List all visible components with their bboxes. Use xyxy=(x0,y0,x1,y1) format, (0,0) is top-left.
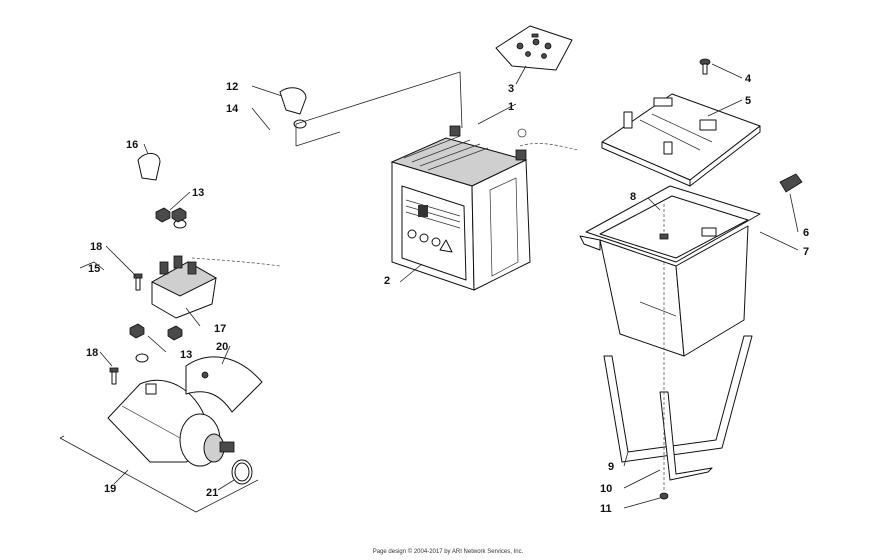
leader-lines xyxy=(59,63,799,513)
callout-13-lower: 13 xyxy=(180,349,192,361)
callout-20: 20 xyxy=(216,341,228,353)
positive-cable xyxy=(173,119,307,229)
callout-6: 6 xyxy=(803,227,809,239)
battery-cover-plate xyxy=(601,93,761,187)
cable-nut-upper xyxy=(155,207,187,223)
cable-nut-lower xyxy=(129,323,183,341)
callout-5: 5 xyxy=(745,95,751,107)
cover-fastener xyxy=(699,58,711,75)
footer-copyright: Page design © 2004-2017 by ARI Network S… xyxy=(372,549,524,555)
hold-down-strap xyxy=(603,335,753,481)
callout-9: 9 xyxy=(608,461,614,473)
callout-15: 15 xyxy=(88,263,100,275)
callout-2: 2 xyxy=(384,275,390,287)
callout-19: 19 xyxy=(104,483,116,495)
screw-upper xyxy=(133,273,143,291)
callout-1: 1 xyxy=(508,101,514,113)
starter-motor xyxy=(107,379,235,467)
callout-21: 21 xyxy=(206,487,218,499)
starter-cable xyxy=(98,248,151,363)
callout-12: 12 xyxy=(226,81,238,93)
callout-16: 16 xyxy=(126,139,138,151)
terminal-boot-red xyxy=(279,87,307,115)
screw-lower xyxy=(109,367,119,385)
starter-cover xyxy=(185,356,263,413)
callout-8: 8 xyxy=(630,191,636,203)
callout-17: 17 xyxy=(214,323,226,335)
o-ring xyxy=(231,459,253,485)
strap-nut xyxy=(659,262,669,500)
battery xyxy=(390,125,579,291)
starter-solenoid xyxy=(150,255,281,319)
callout-10: 10 xyxy=(600,483,612,495)
latch-clip xyxy=(779,173,803,193)
terminal-hardware-kit xyxy=(495,25,573,71)
callout-18-lower: 18 xyxy=(86,347,98,359)
box-bolt xyxy=(659,204,669,240)
callout-11: 11 xyxy=(600,503,612,515)
callout-7: 7 xyxy=(803,246,809,258)
callout-4: 4 xyxy=(745,73,752,85)
terminal-boot-black xyxy=(137,153,161,181)
callout-3: 3 xyxy=(508,83,514,95)
callout-18-upper: 18 xyxy=(90,241,102,253)
callout-13-upper: 13 xyxy=(192,187,204,199)
battery-box xyxy=(579,185,761,357)
callout-14: 14 xyxy=(226,103,239,115)
callout-numbers: 1 2 3 4 5 6 7 8 9 10 11 12 13 13 14 15 1… xyxy=(86,73,809,515)
